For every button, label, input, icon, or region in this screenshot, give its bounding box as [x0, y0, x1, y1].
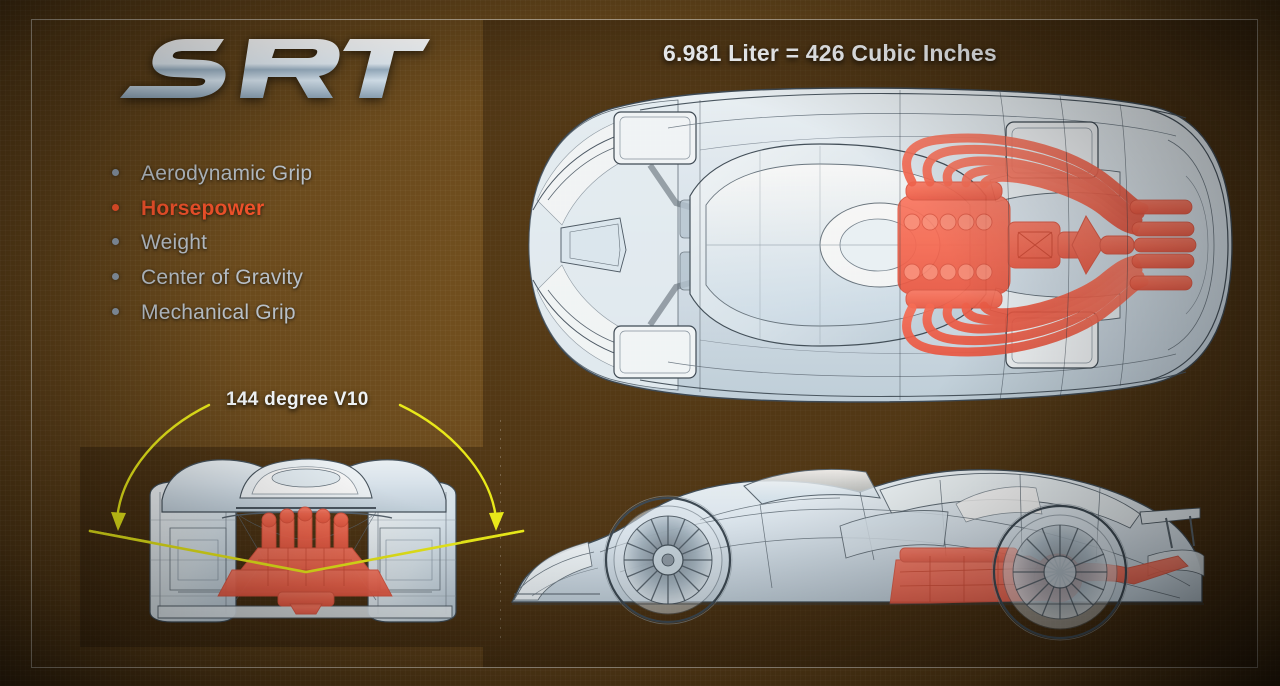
- projection-vignette: [0, 0, 1280, 686]
- slide-surface: 6.981 Liter = 426 Cubic Inches Aerodynam…: [0, 0, 1280, 686]
- presentation-screen: 6.981 Liter = 426 Cubic Inches Aerodynam…: [0, 0, 1280, 686]
